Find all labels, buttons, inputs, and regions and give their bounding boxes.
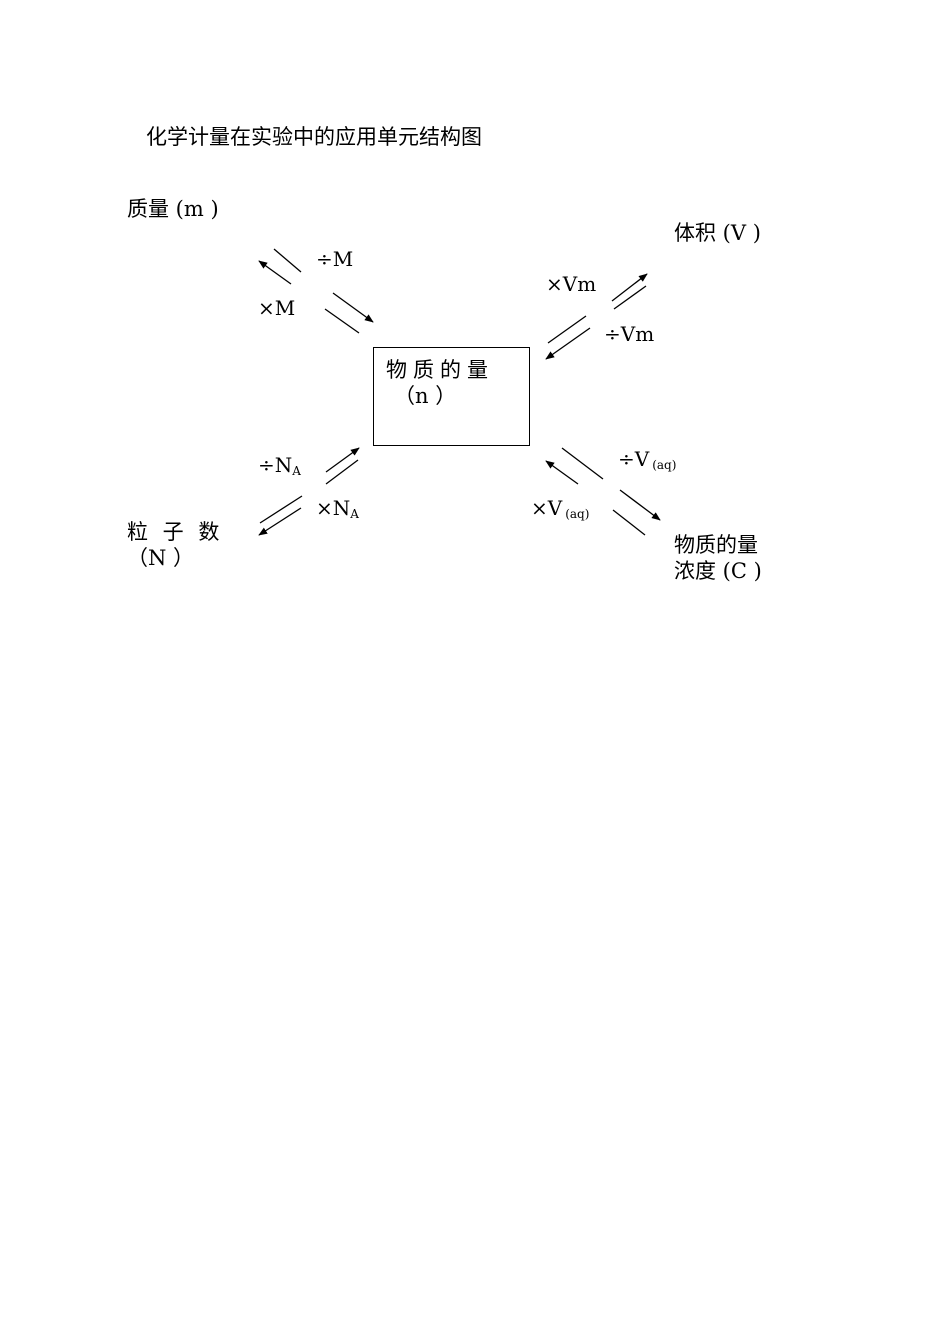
arrow-n-to-particles <box>258 507 302 536</box>
line-particles-to-n-parallel <box>325 459 359 485</box>
arrow-n-to-conc <box>619 489 661 521</box>
center-node-unit: （n ） <box>394 384 457 408</box>
line-n-to-volume-parallel <box>613 285 647 310</box>
line-n-to-mass-parallel <box>273 248 302 273</box>
op-multiply-molar-volume: ×Vm <box>546 272 597 296</box>
particles-node-unit: （N ） <box>127 546 195 570</box>
op-divide-molar-volume: ÷Vm <box>604 322 655 346</box>
op-divide-solution-volume-subscript: (aq) <box>652 458 677 472</box>
arrow-n-to-volume <box>611 273 648 302</box>
line-volume-to-n-parallel <box>547 315 587 344</box>
center-node-box: 物质的量 （n ） <box>373 347 530 446</box>
op-multiply-molar-mass: ×M <box>258 296 296 320</box>
line-mass-to-n-parallel <box>324 308 360 334</box>
center-node-label: 物质的量 <box>386 358 494 382</box>
arrow-particles-to-n <box>325 447 360 473</box>
op-divide-molar-mass: ÷M <box>316 247 354 271</box>
arrow-volume-to-n <box>545 327 591 360</box>
op-divide-avogadro: ÷NA <box>258 453 301 478</box>
line-n-to-conc-parallel <box>612 509 646 536</box>
line-conc-to-n-parallel <box>561 447 604 480</box>
op-divide-avogadro-subscript: A <box>292 464 301 478</box>
line-n-to-particles-parallel <box>259 495 303 524</box>
page-title: 化学计量在实验中的应用单元结构图 <box>146 125 482 149</box>
volume-node: 体积 (V ) <box>674 221 761 245</box>
concentration-node-line2: 浓度 (C ) <box>674 559 762 583</box>
arrow-mass-to-n <box>332 292 374 323</box>
particles-node-label: 粒 子 数 <box>127 520 224 544</box>
concentration-node-line1: 物质的量 <box>674 533 758 557</box>
arrow-conc-to-n <box>545 460 579 485</box>
op-multiply-avogadro: ×NA <box>316 496 359 521</box>
arrow-n-to-mass <box>258 260 292 285</box>
op-divide-solution-volume: ÷V(aq) <box>618 447 677 472</box>
op-multiply-solution-volume-subscript: (aq) <box>565 507 590 521</box>
mass-node: 质量 (m ) <box>127 197 219 221</box>
op-multiply-avogadro-subscript: A <box>350 507 359 521</box>
op-multiply-solution-volume: ×V(aq) <box>531 496 590 521</box>
